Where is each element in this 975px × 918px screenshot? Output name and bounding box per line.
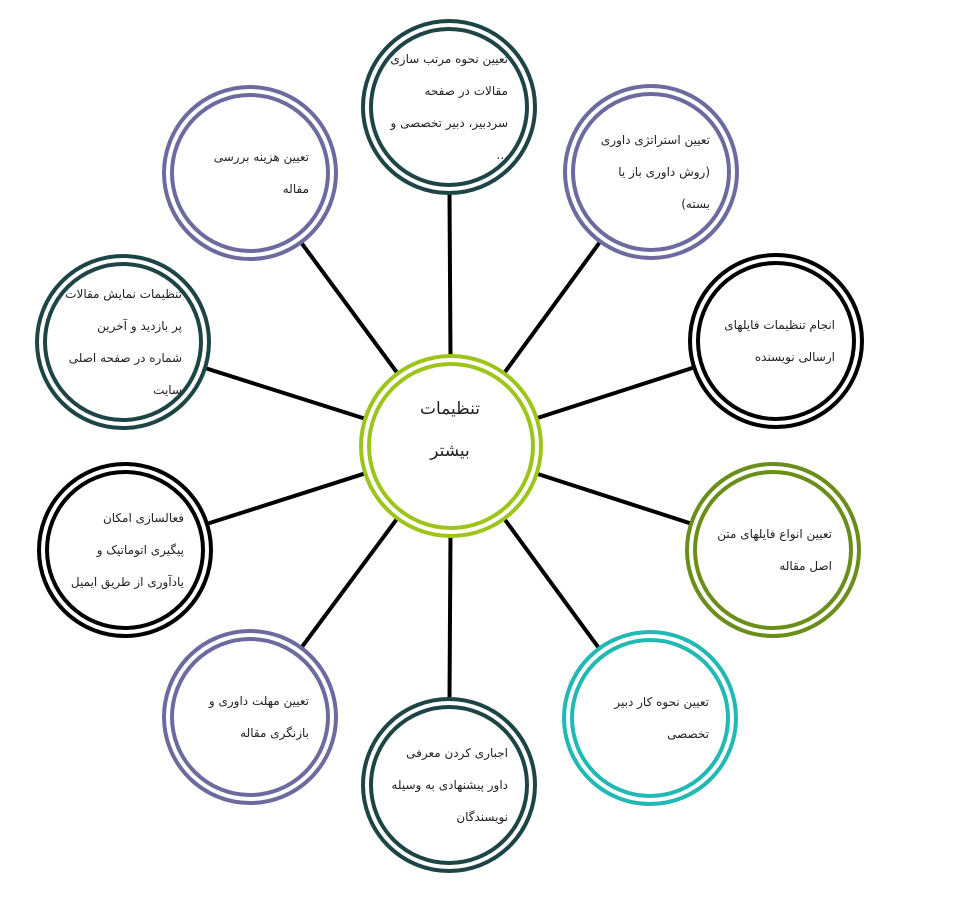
connector-top [447, 192, 453, 359]
node-ring-top-outer [361, 19, 537, 195]
node-ring-bottom-inner [369, 705, 529, 865]
center-label-line1: تنظیمات [420, 399, 480, 419]
node-ring-bottom-outer [361, 697, 537, 873]
node-ring-bottom-right [562, 630, 738, 806]
connector-top-left [299, 241, 401, 377]
node-ring-left-upper-inner [43, 262, 203, 422]
connector-right-upper [534, 365, 695, 421]
node-label-left-lower: فعالسازی امکان پیگیری اتوماتیک و یادآوری… [70, 511, 184, 589]
connector-bottom [447, 533, 453, 700]
node-ring-left-lower-inner [45, 470, 205, 630]
node-label-left-upper: تنظیمات نمایش مقالات پر بازدید و آخرین ش… [65, 287, 182, 397]
node-ring-left-upper-outer [35, 254, 211, 430]
node-ring-bottom-left-outer [162, 629, 338, 805]
node-ring-top-left-outer [162, 85, 338, 261]
node-label-bottom-left: تعیین مهلت داوری و بازنگری مقاله [208, 694, 309, 740]
connector-left-lower [206, 470, 368, 526]
node-ring-bottom-left-inner [170, 637, 330, 797]
node-ring-bottom-left [162, 629, 338, 805]
node-ring-top-right-inner [571, 92, 731, 252]
node-label-right-upper: انجام تنظیمات فایلهای ارسالی نویسنده [724, 318, 835, 364]
node-ring-right-lower [685, 462, 861, 638]
node-ring-right-upper-inner [696, 261, 856, 421]
center-node-ring [359, 354, 543, 538]
node-ring-bottom-right-inner [570, 638, 730, 798]
node-ring-top-left [162, 85, 338, 261]
center-node-label: تنظیمات بیشتر [375, 388, 525, 472]
connector-top-right [501, 240, 602, 377]
node-ring-left-lower [37, 462, 213, 638]
node-rings [35, 19, 864, 873]
connector-lines [204, 192, 695, 700]
node-ring-bottom-right-outer [562, 630, 738, 806]
node-ring-top-left-inner [170, 93, 330, 253]
connector-bottom-left [299, 515, 401, 650]
connector-left-upper [204, 366, 368, 422]
node-label-bottom-right: تعیین نحوه کار دبیر تخصصی [614, 695, 709, 741]
node-label-top-left: تعیین هزینه بررسی مقاله [213, 150, 309, 196]
node-ring-left-upper [35, 254, 211, 430]
center-node-ring-inner [367, 362, 535, 530]
node-ring-right-lower-outer [685, 462, 861, 638]
node-label-bottom: اجباری کردن معرفی داور پیشنهادی به وسیله… [391, 746, 508, 824]
connector-bottom-right [501, 515, 601, 650]
node-label-top: تعیین نحوه مرتب سازی مقالات در صفحه سردب… [390, 52, 508, 162]
node-ring-bottom [361, 697, 537, 873]
node-ring-top-inner [369, 27, 529, 187]
node-ring-top [361, 19, 537, 195]
node-ring-top-right [563, 84, 739, 260]
connector-right-lower [534, 471, 692, 526]
node-ring-top-right-outer [563, 84, 739, 260]
node-ring-right-upper [688, 253, 864, 429]
node-label-right-lower: تعیین انواع فایلهای متن اصل مقاله [717, 527, 832, 573]
node-ring-right-lower-inner [693, 470, 853, 630]
node-ring-left-lower-outer [37, 462, 213, 638]
center-node-ring-outer [359, 354, 543, 538]
node-ring-right-upper-outer [688, 253, 864, 429]
center-label-line2: بیشتر [430, 441, 470, 461]
node-label-top-right: تعیین استراتژی داوری (روش داوری باز یا ب… [600, 133, 710, 211]
